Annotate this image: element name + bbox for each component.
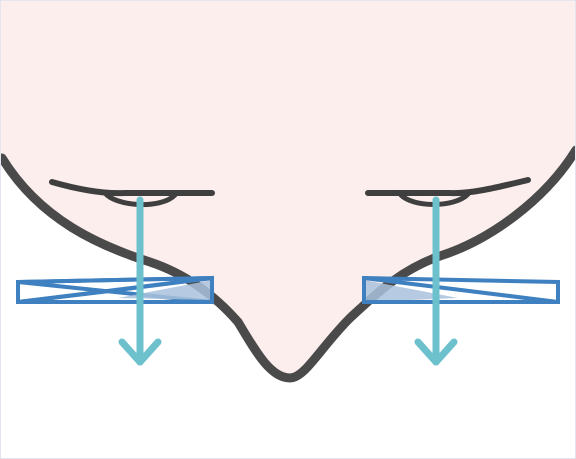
- diagram-canvas: [0, 0, 576, 459]
- image-border: [0, 0, 576, 459]
